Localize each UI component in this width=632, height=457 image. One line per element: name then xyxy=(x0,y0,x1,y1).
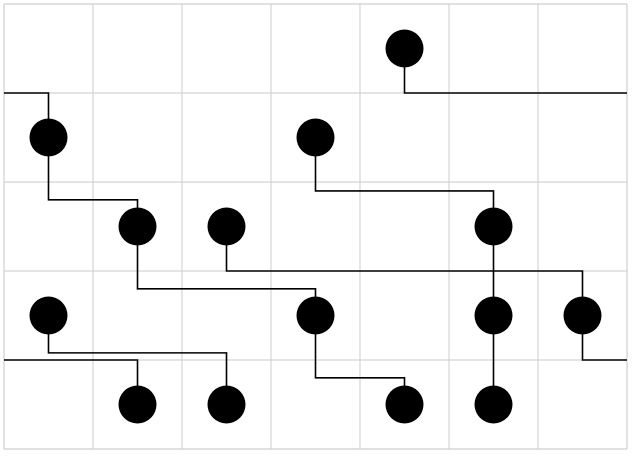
node-n-r4c4 xyxy=(385,385,424,424)
node-n-r4c1 xyxy=(118,385,157,424)
node-n-r4c2 xyxy=(207,385,246,424)
node-n-r4c5 xyxy=(474,385,513,424)
wire-top-right-exit xyxy=(403,48,627,94)
nodes xyxy=(29,29,602,424)
node-n-r2c1 xyxy=(118,207,157,246)
node-n-r3c3 xyxy=(296,296,335,335)
node-n-r3c6 xyxy=(563,296,602,335)
wires xyxy=(4,48,627,405)
node-n-r1c0 xyxy=(29,118,68,157)
node-n-r3c0 xyxy=(29,296,68,335)
wire-r2c2-to-r3c6 xyxy=(225,226,584,316)
node-n-r2c5 xyxy=(474,207,513,246)
wire-left-entry-r4c1 xyxy=(4,359,139,405)
node-n-r2c2 xyxy=(207,207,246,246)
node-n-r3c5 xyxy=(474,296,513,335)
node-n-r0c4 xyxy=(385,29,424,68)
grid-lines xyxy=(3,3,628,450)
node-n-r1c3 xyxy=(296,118,335,157)
